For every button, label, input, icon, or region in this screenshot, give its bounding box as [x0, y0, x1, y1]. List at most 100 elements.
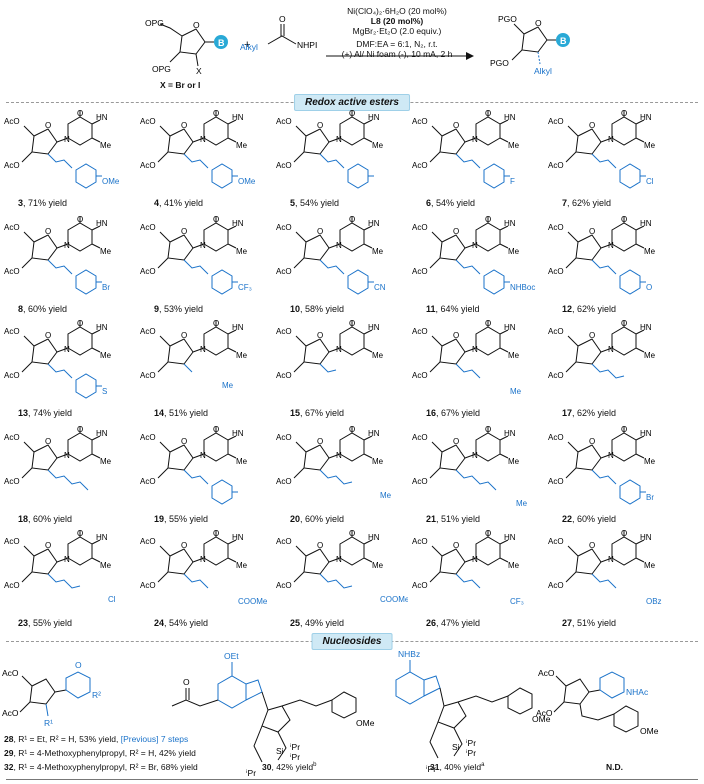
condition-additive: MgBr₂·Et₂O (2.0 equiv.) [352, 26, 442, 36]
compound-yield: , 58% yield [300, 304, 345, 314]
condition-solvent: DMF:EA = 6:1, N₂, r.t. [356, 39, 438, 49]
methyl-label: Me [100, 351, 112, 360]
nh-label: HN [232, 533, 244, 542]
compound-21-label: 21, 51% yield [426, 514, 480, 524]
carbonyl-oxygen-label: O [77, 529, 83, 538]
substituent-label: Me [380, 491, 392, 500]
compound-17-label: 17, 62% yield [562, 408, 616, 418]
compound-number: 10 [290, 304, 301, 314]
acetoxy-label: AcO [276, 161, 292, 170]
substituent-label: O [646, 283, 652, 292]
nitrogen-label: N [64, 451, 70, 460]
compound-yield: , 51% yield [436, 514, 481, 524]
acetoxy-label: AcO [548, 161, 564, 170]
compound-number: 26 [426, 618, 437, 628]
acetoxy-label: AcO [548, 477, 564, 486]
compound-yield: , 54% yield [295, 198, 340, 208]
nh-label: HN [368, 323, 380, 332]
compound-19-label: 19, 55% yield [154, 514, 208, 524]
ring-oxygen-label: O [317, 437, 323, 446]
compound-22-label: 22, 60% yield [562, 514, 616, 524]
compound-16-label: 16, 67% yield [426, 408, 480, 418]
compound-number: 23 [18, 618, 29, 628]
carbonyl-oxygen-label: O [485, 529, 491, 538]
carbonyl-oxygen-label: O [349, 109, 355, 118]
nhac-label: NHAc [626, 687, 649, 697]
acetoxy-label: AcO [548, 581, 564, 590]
compound-yield: , 55% yield [28, 618, 73, 628]
substituent-label: OMe [102, 177, 120, 186]
substituent-label: F [510, 177, 515, 186]
ring-oxygen-label: O [181, 121, 187, 130]
compound-number: 9 [154, 304, 160, 314]
carbonyl-oxygen-label: O [621, 215, 627, 224]
si-label: Si [276, 746, 284, 756]
substituent-label: COOMe [238, 597, 268, 606]
acetoxy-label: AcO [276, 537, 292, 546]
compound-24-label: 24, 54% yield [154, 618, 208, 628]
substituent-label: OMe [238, 177, 256, 186]
svg-text:X: X [196, 66, 202, 76]
acetoxy-label: AcO [412, 371, 428, 380]
ome-label: OMe [640, 726, 659, 736]
nitrogen-label: N [608, 241, 614, 250]
acetoxy-label: AcO [276, 327, 292, 336]
methyl-label: Me [100, 141, 112, 150]
ring-oxygen-label: O [45, 227, 51, 236]
acetoxy-label: AcO [548, 537, 564, 546]
methyl-label: Me [508, 351, 520, 360]
carbonyl-oxygen-label: O [77, 319, 83, 328]
nh-label: HN [368, 113, 380, 122]
ring-oxygen-label: O [453, 437, 459, 446]
compound-20-label: 20, 60% yield [290, 514, 344, 524]
acetoxy-label: AcO [548, 267, 564, 276]
section-title: Nucleosides [311, 633, 393, 650]
compound-number: 24 [154, 618, 165, 628]
condition-electrolysis: (+) Al/ Ni foam (-), 10 mA, 2 h [341, 49, 453, 59]
nh-label: HN [368, 429, 380, 438]
compound-yield: , 67% yield [436, 408, 481, 418]
carbonyl-oxygen-label: O [213, 319, 219, 328]
ring-oxygen-label: O [589, 331, 595, 340]
compound-yield: , 60% yield [300, 514, 345, 524]
carbonyl-oxygen-label: O [485, 425, 491, 434]
x-note: X = Br or I [160, 80, 201, 90]
nh-label: HN [504, 533, 516, 542]
compound-13-label: 13, 74% yield [18, 408, 72, 418]
compound-15-label: 15, 67% yield [290, 408, 344, 418]
acetoxy-label: AcO [412, 537, 428, 546]
nitrogen-label: N [472, 345, 478, 354]
compound-nd-label: N.D. [606, 762, 623, 772]
ring-oxygen-label: O [181, 331, 187, 340]
ring-oxygen-label: O [589, 227, 595, 236]
methyl-label: Me [372, 141, 384, 150]
carbonyl-oxygen-label: O [77, 215, 83, 224]
acetoxy-label: AcO [548, 371, 564, 380]
nh-label: HN [640, 533, 652, 542]
acetoxy-label: AcO [548, 327, 564, 336]
acetoxy-label: AcO [140, 433, 156, 442]
acetoxy-label: AcO [140, 537, 156, 546]
methyl-label: Me [372, 457, 384, 466]
compound-4-label: 4, 41% yield [154, 198, 203, 208]
ring-oxygen-label: O [45, 121, 51, 130]
nitrogen-label: N [200, 241, 206, 250]
compound-yield: , 62% yield [572, 304, 617, 314]
acetoxy-label: AcO [4, 477, 20, 486]
compound-yield: , 60% yield [23, 304, 68, 314]
substituent-label: CF₃ [238, 283, 252, 292]
compound-number: 15 [290, 408, 301, 418]
acetoxy-label: AcO [276, 433, 292, 442]
ring-oxygen-label: O [453, 331, 459, 340]
compound-7-label: 7, 62% yield [562, 198, 611, 208]
svg-text:AcO: AcO [2, 708, 19, 718]
ring-oxygen-label: O [45, 437, 51, 446]
reagent-nhpi: NHPI [297, 40, 317, 50]
carbonyl-oxygen-label: O [485, 319, 491, 328]
